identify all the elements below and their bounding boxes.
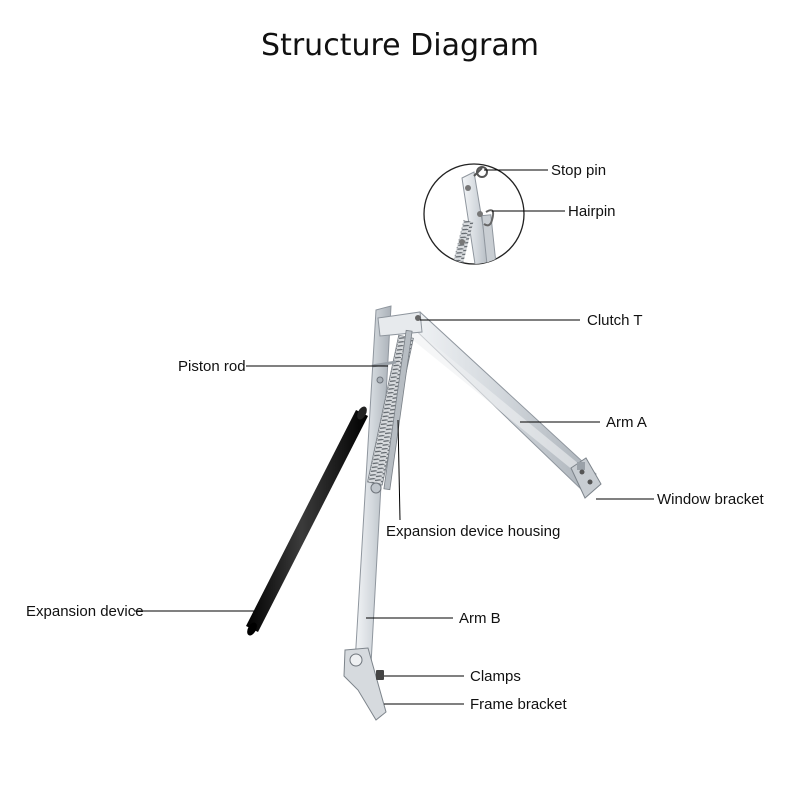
label-expansion-device-housing-text: Expansion device housing: [386, 523, 560, 540]
label-window-bracket-text: Window bracket: [657, 491, 765, 508]
diagram-title: Structure Diagram: [261, 28, 539, 63]
label-window-bracket: Window bracket: [596, 491, 765, 508]
stop-pin-part: [473, 166, 488, 178]
label-clutch-t-text: Clutch T: [587, 312, 643, 329]
label-clamps: Clamps: [384, 668, 521, 685]
expansion-device-part: [246, 406, 368, 636]
label-arm-a-text: Arm A: [606, 414, 647, 431]
label-expansion-device: Expansion device: [26, 603, 254, 620]
clamps-part: [376, 670, 384, 680]
label-clamps-text: Clamps: [470, 668, 521, 685]
arm-a-part: [398, 311, 597, 491]
frame-bracket-part: [343, 647, 387, 721]
expansion-device-housing-part: [367, 329, 414, 494]
label-stop-pin-text: Stop pin: [551, 162, 606, 179]
label-stop-pin: Stop pin: [484, 162, 606, 179]
label-frame-bracket: Frame bracket: [384, 696, 568, 713]
label-expansion-device-housing: Expansion device housing: [386, 419, 560, 540]
hairpin-part: [477, 209, 495, 227]
label-hairpin-text: Hairpin: [568, 203, 616, 220]
zoom-detail-circle: [423, 163, 525, 265]
label-frame-bracket-text: Frame bracket: [470, 696, 568, 713]
label-arm-b: Arm B: [366, 610, 501, 627]
label-piston-rod: Piston rod: [178, 358, 388, 375]
piston-rod-part: [371, 360, 397, 368]
label-arm-a: Arm A: [520, 414, 647, 431]
label-expansion-device-text: Expansion device: [26, 603, 144, 620]
label-piston-rod-text: Piston rod: [178, 358, 246, 375]
window-bracket-part: [570, 457, 602, 499]
label-clutch-t: Clutch T: [420, 312, 643, 329]
label-hairpin: Hairpin: [492, 203, 616, 220]
clutch-t-part: [377, 311, 423, 337]
label-arm-b-text: Arm B: [459, 610, 501, 627]
